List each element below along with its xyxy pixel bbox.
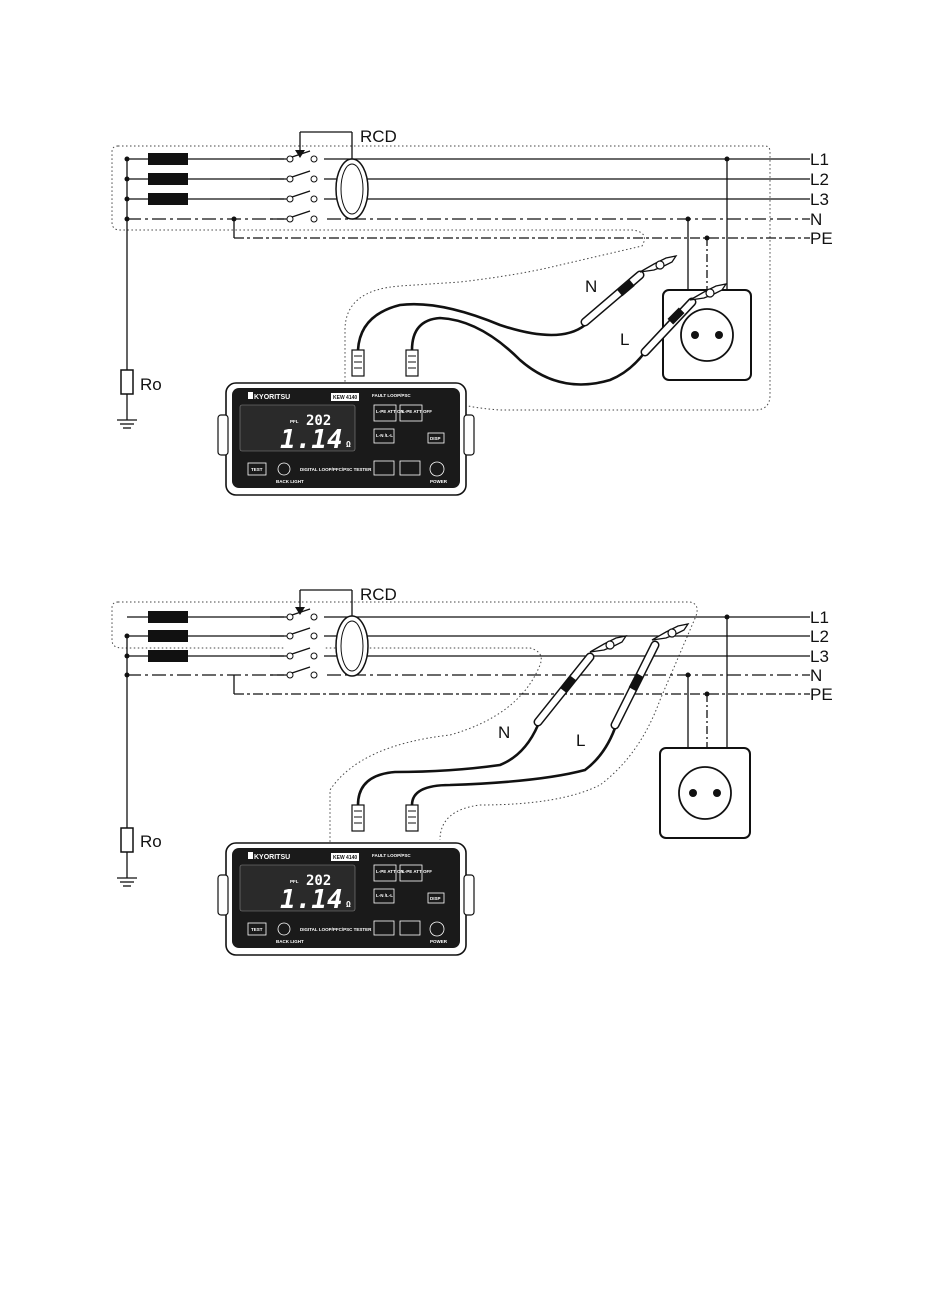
rcd-switch (270, 131, 369, 228)
fuse-l1-2 (148, 611, 188, 623)
svg-text:DIGITAL LOOP/PFC/PSC TESTER: DIGITAL LOOP/PFC/PSC TESTER (300, 467, 372, 472)
probe-l-1 (640, 283, 727, 357)
svg-text:PFL: PFL (290, 879, 299, 884)
label-l1-2: L1 (810, 608, 829, 627)
plug-l-1 (405, 349, 419, 377)
svg-text:L-PE ATT ON: L-PE ATT ON (376, 409, 404, 414)
svg-text:DISP: DISP (430, 436, 441, 441)
svg-text:Ω: Ω (346, 900, 351, 909)
ro-label-2: Ro (140, 832, 162, 851)
label-n-2: N (810, 666, 822, 685)
fuse-l2 (148, 173, 188, 185)
svg-text:POWER: POWER (430, 939, 448, 944)
label-l1: L1 (810, 150, 829, 169)
probe-l-label-2: L (576, 731, 585, 750)
lead-l (410, 316, 647, 386)
svg-text:L-PE ATT OFF: L-PE ATT OFF (402, 409, 432, 414)
diagram-2: Ro RCD L1 L2 L3 N PE (111, 585, 833, 956)
svg-text:L-N /L-L: L-N /L-L (376, 433, 393, 438)
label-l2: L2 (810, 170, 829, 189)
label-n: N (810, 210, 822, 229)
svg-text:Ω: Ω (346, 440, 351, 449)
probe-n-label: N (585, 277, 597, 296)
svg-text:L-PE ATT ON: L-PE ATT ON (376, 869, 404, 874)
label-l3: L3 (810, 190, 829, 209)
svg-text:KEW 4140: KEW 4140 (333, 855, 357, 861)
lead-n (356, 302, 586, 351)
svg-text:DISP: DISP (430, 896, 441, 901)
fuse-l1 (148, 153, 188, 165)
svg-text:L-PE ATT OFF: L-PE ATT OFF (402, 869, 432, 874)
svg-text:TEST: TEST (251, 927, 263, 932)
svg-text:L-N /L-L: L-N /L-L (376, 893, 393, 898)
rcd-switch-2 (270, 589, 369, 682)
label-l3-2: L3 (810, 647, 829, 666)
plug-n-1 (351, 349, 365, 377)
label-l2-2: L2 (810, 627, 829, 646)
probe-l-label: L (620, 330, 629, 349)
lead-l-2 (410, 727, 617, 806)
label-pe: PE (810, 229, 833, 248)
wall-socket-2 (659, 747, 751, 839)
svg-text:1.14: 1.14 (280, 885, 343, 915)
svg-text:DIGITAL LOOP/PFC/PSC TESTER: DIGITAL LOOP/PFC/PSC TESTER (300, 927, 372, 932)
svg-text:TEST: TEST (251, 467, 263, 472)
fuse-l3 (148, 193, 188, 205)
enclosure-outline-2 (111, 601, 698, 845)
svg-text:202: 202 (306, 873, 331, 889)
plug-l-2 (405, 804, 419, 832)
probe-l-2 (610, 623, 689, 730)
svg-text:POWER: POWER (430, 479, 448, 484)
probe-n-1 (580, 255, 677, 327)
svg-text:KYORITSU: KYORITSU (254, 394, 290, 401)
probe-n-2 (533, 635, 627, 727)
svg-text:FAULT LOOP/PSC: FAULT LOOP/PSC (372, 853, 411, 858)
tester-device-2: KYORITSU KEW 4140 202 1.14 Ω PFL FAULT L… (217, 842, 475, 956)
resistor-ro (120, 369, 134, 395)
fuse-l2-2 (148, 630, 188, 642)
probe-n-label-2: N (498, 723, 510, 742)
svg-text:1.14: 1.14 (280, 425, 343, 455)
wall-socket-1 (662, 289, 752, 381)
rcd-label-2: RCD (360, 585, 397, 604)
svg-text:PFL: PFL (290, 419, 299, 424)
svg-text:202: 202 (306, 413, 331, 429)
resistor-ro-2 (120, 827, 134, 853)
rcd-label: RCD (360, 127, 397, 146)
fuse-l3-2 (148, 650, 188, 662)
svg-text:BACK LIGHT: BACK LIGHT (276, 939, 304, 944)
svg-text:KEW 4140: KEW 4140 (333, 395, 357, 401)
tester-device-1: KYORITSU KEW 4140 202 1.14 Ω PFL FAULT L… (217, 382, 475, 496)
svg-text:BACK LIGHT: BACK LIGHT (276, 479, 304, 484)
svg-text:KYORITSU: KYORITSU (254, 854, 290, 861)
label-pe-2: PE (810, 685, 833, 704)
ro-label: Ro (140, 375, 162, 394)
lead-n-2 (356, 724, 540, 806)
plug-n-2 (351, 804, 365, 832)
diagram-1: Ro RCD L1 L2 L3 N PE (111, 127, 833, 496)
svg-text:FAULT LOOP/PSC: FAULT LOOP/PSC (372, 393, 411, 398)
